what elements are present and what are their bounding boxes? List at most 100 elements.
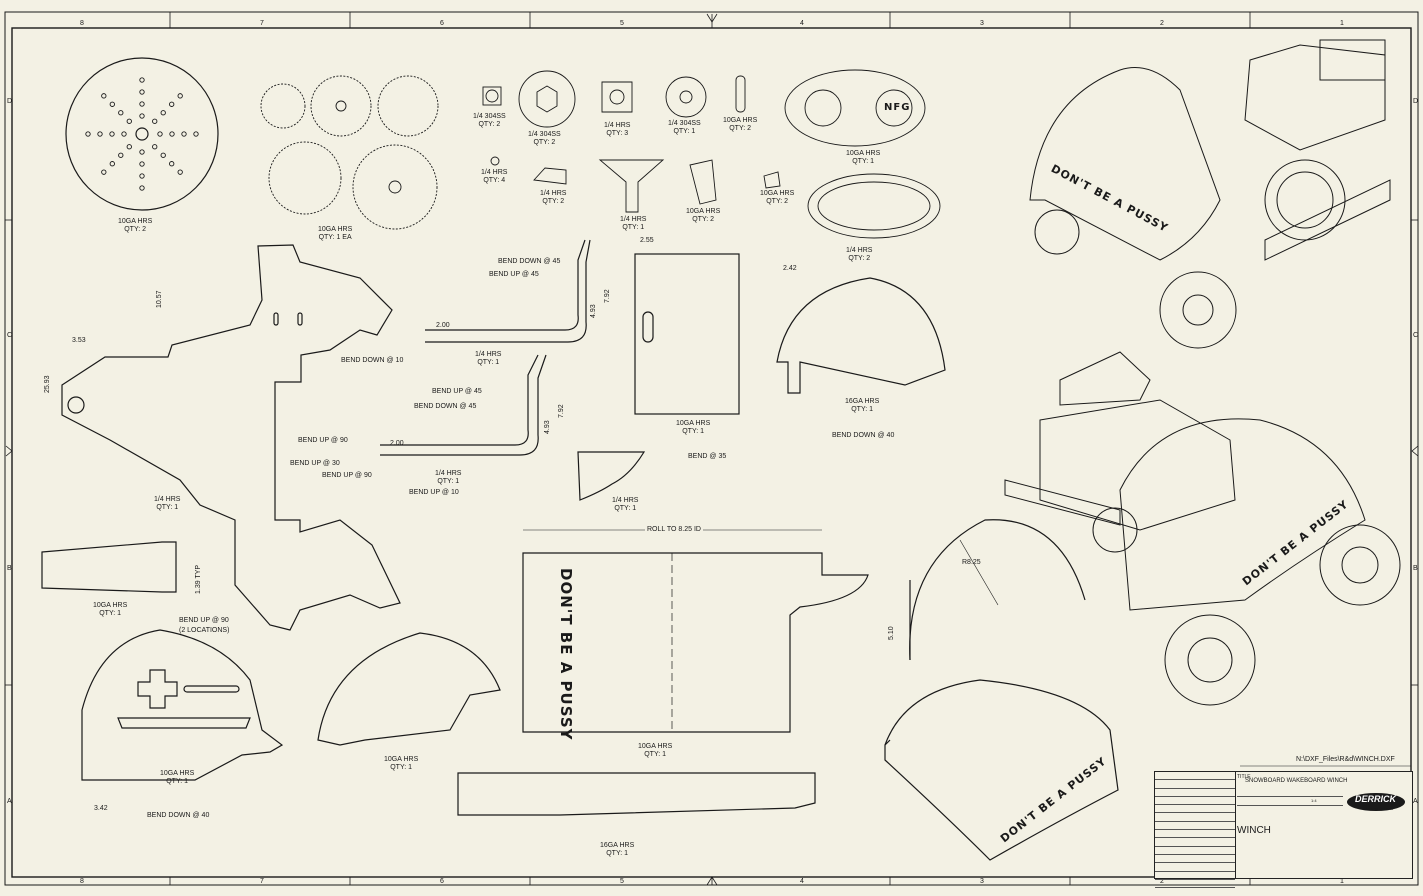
rolled-shield-part <box>909 519 1086 661</box>
zone-col-top-7: 7 <box>260 20 264 27</box>
sprocket-hole <box>160 152 166 158</box>
dim-493b: 4.93 <box>544 420 551 434</box>
zone-row-right-a: A <box>1413 798 1418 805</box>
dim-255: 2.55 <box>640 237 654 244</box>
note-bend-up-90: BEND UP @ 90 <box>298 437 348 444</box>
sprocket-hole <box>139 161 145 167</box>
zone-col-bot-6: 6 <box>440 878 444 885</box>
small-parts <box>482 69 941 239</box>
sprocket-hole <box>169 131 175 137</box>
note-bend-down-45-b: BEND DOWN @ 45 <box>414 403 477 410</box>
zone-row-left-c: C <box>7 332 13 339</box>
dim-342: 3.42 <box>94 805 108 812</box>
zone-col-bot-5: 5 <box>620 878 624 885</box>
zone-col-top-3: 3 <box>980 20 984 27</box>
dim-139: 1.39 TYP <box>195 564 202 594</box>
sprocket-hole <box>139 173 145 179</box>
sprocket-hole <box>85 131 91 137</box>
main-frame-part <box>61 244 401 631</box>
sprocket-hole <box>152 118 158 124</box>
zone-row-right-c: C <box>1413 332 1419 339</box>
dim-r825: R8.25 <box>962 559 981 566</box>
zone-row-left-d: D <box>7 98 13 105</box>
strip-part <box>457 772 816 816</box>
stencil-cover: DON'T BE A PUSSY <box>557 568 575 741</box>
winch-iso-upper <box>1029 39 1391 349</box>
side-guard-part <box>317 632 501 746</box>
sprocket-hole <box>181 131 187 137</box>
cone-tab-part <box>41 541 177 593</box>
bent-rods-part <box>380 239 591 456</box>
fine-print <box>1237 838 1407 876</box>
zone-row-right-b: B <box>1413 565 1418 572</box>
sprocket-hole <box>157 131 163 137</box>
dim-792b: 7.92 <box>558 404 565 418</box>
winch-iso-lower <box>1004 351 1401 706</box>
dim-510: 5.10 <box>888 626 895 640</box>
note-bend-up-45-b: BEND UP @ 45 <box>432 388 482 395</box>
sprocket-hole <box>152 144 158 150</box>
note-bend-up-90-b: BEND UP @ 90 <box>322 472 372 479</box>
zone-col-bot-2: 2 <box>1160 878 1164 885</box>
dim-2593: 25.93 <box>44 375 51 393</box>
gusset-part <box>577 451 646 501</box>
note-bend-up-10: BEND UP @ 10 <box>409 489 459 496</box>
dim-242: 2.42 <box>783 265 797 272</box>
note-bend-down-40-b: BEND DOWN @ 40 <box>147 812 210 819</box>
zone-row-left-b: B <box>7 565 12 572</box>
sprocket-hole <box>177 93 183 99</box>
note-bend-down-40: BEND DOWN @ 40 <box>832 432 895 439</box>
logo-name: DERRICK <box>1355 794 1397 804</box>
drawing-number: WINCH <box>1237 825 1271 836</box>
note-bend-up-90-c: BEND UP @ 90 <box>179 617 229 624</box>
note-two-locations: (2 LOCATIONS) <box>179 627 230 634</box>
drawing-title: SNOWBOARD WAKEBOARD WINCH <box>1245 778 1348 784</box>
sprocket-hole <box>126 144 132 150</box>
title-block: TITLE SNOWBOARD WAKEBOARD WINCH 1:4 DERR… <box>1154 771 1413 889</box>
scale-value: 1:4 <box>1311 798 1317 803</box>
sprocket-hole <box>109 101 115 107</box>
note-roll: ROLL TO 8.25 ID <box>645 526 703 534</box>
sprocket-hole <box>126 118 132 124</box>
sprocket-hole <box>139 89 145 95</box>
sprocket-hole <box>101 93 107 99</box>
sprocket-hole <box>109 161 115 167</box>
file-path: N:\DXF_Files\R&d\WINCH.DXF <box>1296 756 1395 763</box>
sprocket-hole <box>139 101 145 107</box>
zone-row-left-a: A <box>7 798 12 805</box>
sprocket-hole <box>101 169 107 175</box>
zone-col-top-2: 2 <box>1160 20 1164 27</box>
zone-col-bot-3: 3 <box>980 878 984 885</box>
zone-col-bot-4: 4 <box>800 878 804 885</box>
sprocket-hole <box>139 113 145 119</box>
zone-col-top-6: 6 <box>440 20 444 27</box>
sprocket-hole <box>118 110 124 116</box>
side-panel-part <box>81 629 284 781</box>
zone-col-top-1: 1 <box>1340 20 1344 27</box>
sprocket-hole <box>160 110 166 116</box>
sprocket-hole <box>169 161 175 167</box>
sprocket-hole <box>118 152 124 158</box>
outer-border <box>4 11 1419 886</box>
dim-200b: 2.00 <box>390 440 404 447</box>
gears-part <box>260 75 439 230</box>
zone-col-bot-7: 7 <box>260 878 264 885</box>
sprocket-hole <box>193 131 199 137</box>
dim-493a: 4.93 <box>590 304 597 318</box>
